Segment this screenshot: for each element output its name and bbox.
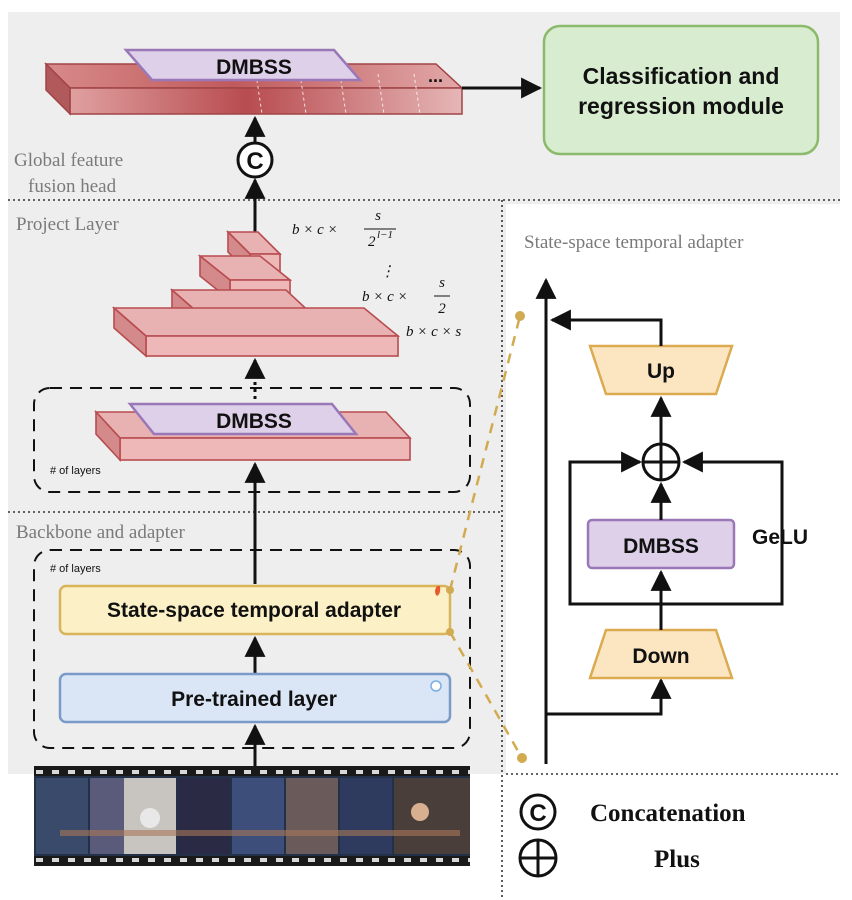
concat-symbol-glyph: C — [246, 148, 263, 175]
pyramid-mid-prefix: b × c × — [362, 289, 408, 305]
section-title-backbone: Backbone and adapter — [16, 522, 185, 543]
feature-ellipsis: ... — [428, 66, 443, 86]
concat-symbol: C — [236, 141, 274, 179]
legend-background — [506, 774, 840, 900]
legend-concat-icon — [519, 793, 557, 831]
pretrained-box-label: Pre-trained layer — [171, 688, 337, 711]
pyramid-label-top: b × c × s 2 l−1 — [292, 208, 396, 250]
legend-concatenation-label: Concatenation — [590, 800, 746, 827]
arrow-into-down — [546, 677, 672, 716]
arrow-up-to-residual — [549, 309, 663, 346]
up-label: Up — [647, 360, 675, 383]
legend-concat-glyph: C — [529, 800, 546, 827]
section-title-project-layer: Project Layer — [16, 214, 120, 235]
pyramid-label-bottom: b × c × s — [406, 324, 461, 340]
fire-icon — [435, 586, 441, 596]
down-label: Down — [632, 645, 689, 668]
section-title-global-1: Global feature — [14, 150, 123, 171]
ssta-box: State-space temporal adapter — [58, 584, 452, 636]
dmbss-top-label: DMBSS — [216, 56, 292, 79]
legend-plus-icon — [518, 838, 558, 878]
up-block: Up — [588, 344, 734, 396]
section-title-adapter-detail: State-space temporal adapter — [524, 232, 744, 253]
skip-left-path — [568, 451, 661, 606]
gelu-label: GeLU — [752, 526, 808, 549]
dmbss-top-block: DMBSS — [123, 48, 363, 82]
gelu-path — [661, 451, 784, 606]
section-title-global-2: fusion head — [28, 176, 117, 197]
pyramid-top-exponent: l−1 — [377, 229, 393, 241]
pyramid-vdots: ⋮ — [380, 264, 395, 280]
pyramid-mid-denominator: 2 — [438, 301, 446, 317]
dmbss-mid-label: DMBSS — [216, 410, 292, 433]
plus-node — [641, 442, 681, 482]
pyramid-top-numerator: s — [375, 208, 381, 224]
legend-plus-label: Plus — [654, 846, 700, 873]
legend-plus: Plus — [518, 838, 700, 878]
dmbss-mid-block: DMBSS — [127, 402, 359, 436]
classification-module: Classification and regression module — [542, 24, 820, 156]
layers-note-backbone: # of layers — [50, 563, 101, 575]
zoom-connectors — [446, 311, 527, 763]
video-frames-strip — [34, 766, 470, 866]
backbone-layers-group — [33, 549, 471, 749]
pretrained-box: Pre-trained layer — [58, 672, 452, 724]
feature-pyramid — [111, 230, 401, 358]
down-block: Down — [588, 628, 734, 680]
dmbss-right-label: DMBSS — [623, 535, 699, 558]
classification-label-1: Classification and — [583, 63, 780, 89]
pyramid-top-denominator: 2 — [368, 234, 376, 250]
snowflake-icon — [430, 680, 442, 692]
pyramid-label-mid: b × c × s 2 — [362, 275, 450, 317]
adapter-detail-background — [506, 204, 840, 774]
legend-concatenation: C Concatenation — [519, 793, 746, 831]
classification-label-2: regression module — [578, 93, 784, 119]
ssta-box-label: State-space temporal adapter — [107, 599, 401, 622]
pyramid-top-prefix: b × c × — [292, 222, 338, 238]
layers-note-mid: # of layers — [50, 465, 101, 477]
dmbss-right-block: DMBSS — [586, 518, 736, 570]
pyramid-mid-numerator: s — [439, 275, 445, 291]
stacked-layers-group — [33, 387, 471, 493]
